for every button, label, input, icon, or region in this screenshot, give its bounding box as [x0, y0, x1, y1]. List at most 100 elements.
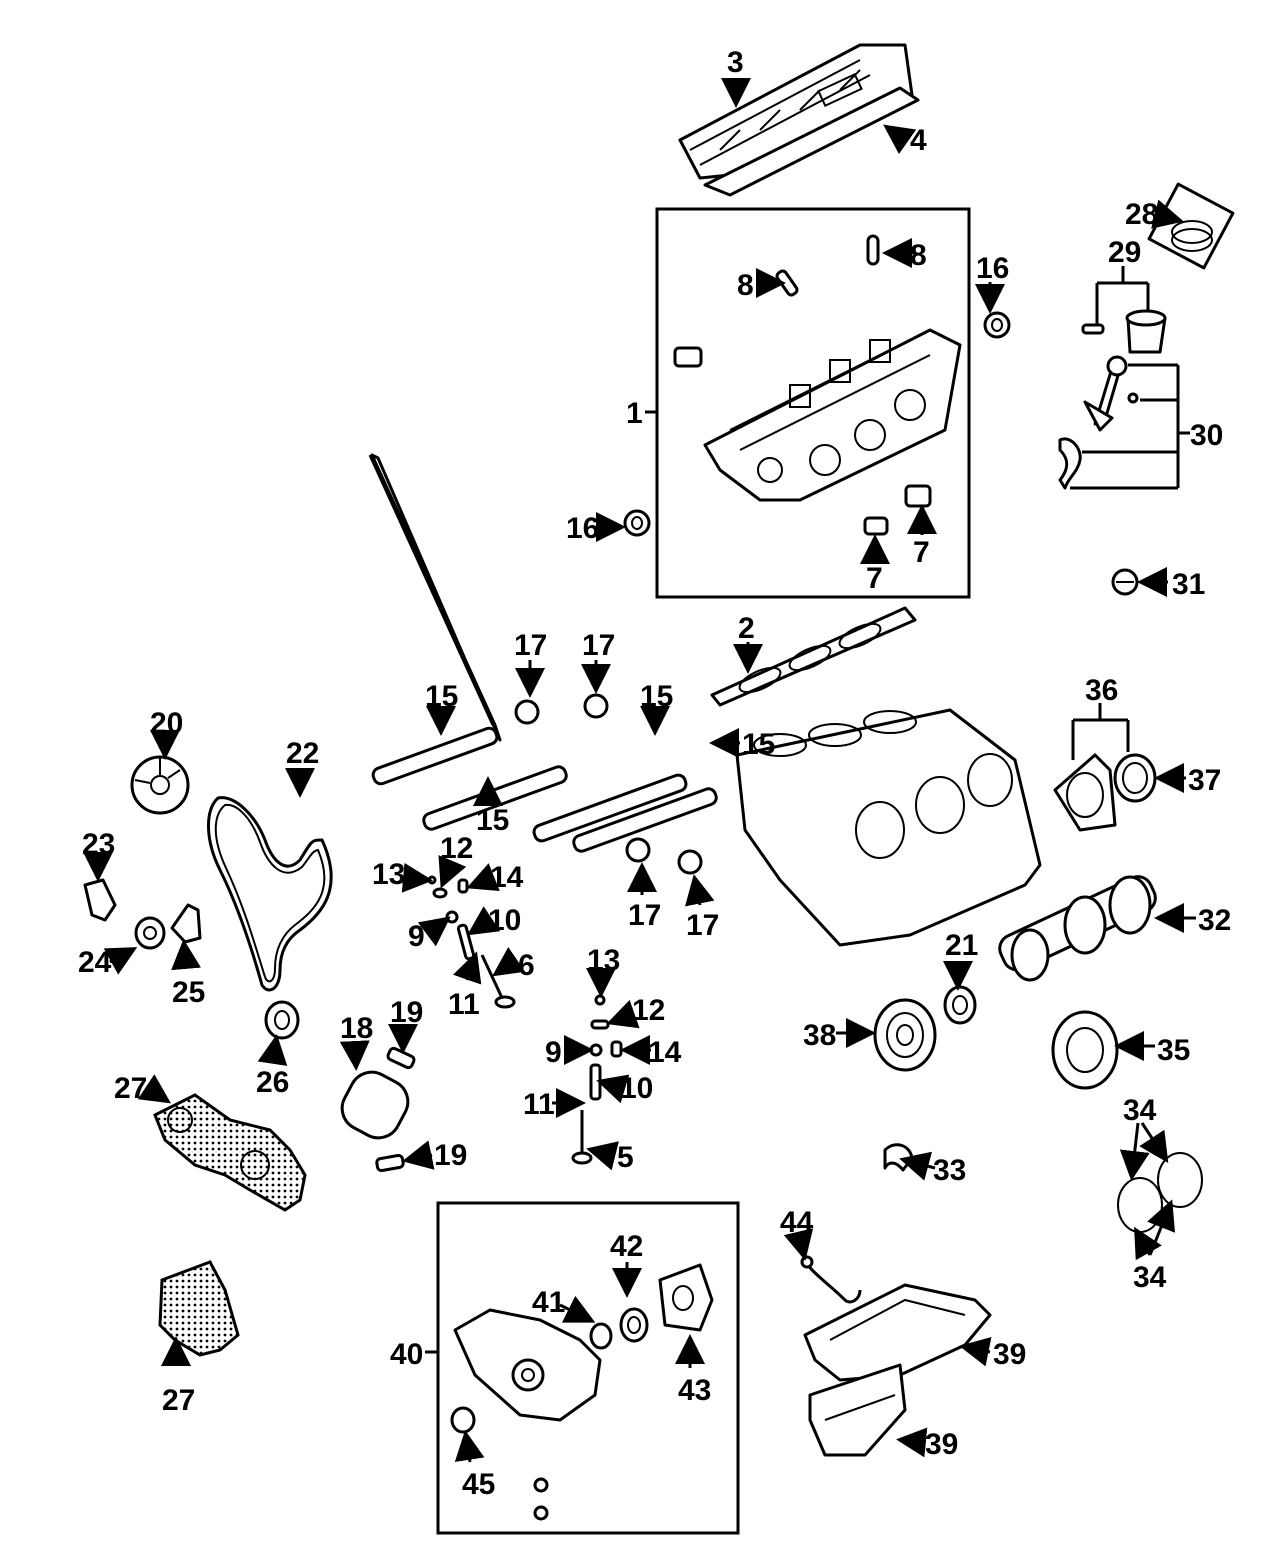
callout-32: 32 [1198, 904, 1231, 937]
head-dowel-left [673, 346, 703, 368]
cam-bearing-17c [625, 837, 651, 863]
callout-34a: 34 [1123, 1094, 1157, 1127]
callout-41: 41 [532, 1286, 565, 1319]
callout-39b: 39 [925, 1428, 958, 1461]
oil-pump-group-box [436, 1201, 740, 1535]
callout-44: 44 [780, 1206, 814, 1239]
callout-16b: 16 [976, 252, 1009, 285]
callout-19b: 19 [434, 1139, 467, 1172]
callout-10b: 10 [620, 1072, 653, 1105]
callout-27b: 27 [162, 1384, 195, 1417]
crank-pulley [873, 998, 937, 1072]
rear-seal-retainer [1053, 753, 1117, 832]
callout-11b: 11 [523, 1088, 555, 1121]
callout-17d: 17 [686, 909, 719, 942]
callout-17b: 17 [582, 629, 615, 662]
valve-5 [571, 1110, 593, 1165]
flex-plate [1051, 1010, 1119, 1090]
idler-pulley [134, 916, 166, 950]
valve-keeper-12a [432, 887, 448, 899]
callout-labels: 1 2 3 4 5 6 7 7 8 8 9 9 10 10 11 11 12 1… [78, 46, 1231, 1501]
callout-30: 30 [1190, 419, 1223, 452]
callout-40: 40 [390, 1338, 423, 1371]
dipstick-tube [800, 1255, 862, 1304]
callout-24: 24 [78, 946, 112, 979]
oil-pump-gear [589, 1322, 613, 1350]
callout-15b: 15 [476, 804, 509, 837]
callout-12b: 12 [632, 994, 665, 1027]
callout-16a: 16 [566, 512, 599, 545]
callout-26: 26 [256, 1066, 289, 1099]
callout-15c: 15 [640, 680, 673, 713]
oil-pump-seal-45 [450, 1406, 476, 1434]
callout-9a: 9 [408, 920, 425, 953]
seal-16b [983, 311, 1011, 339]
cam-bearing-17d [677, 849, 703, 875]
callout-2: 2 [738, 612, 755, 645]
camshaft-a [370, 453, 502, 742]
head-gasket [710, 606, 917, 707]
piston-rings [1147, 182, 1235, 270]
plug-7a [863, 516, 889, 536]
callout-8b: 8 [910, 239, 927, 272]
callout-7a: 7 [866, 562, 883, 595]
valve-guide-10a [456, 923, 476, 961]
valve-seal-9b [589, 1043, 603, 1057]
callout-23: 23 [82, 828, 115, 861]
valve-cover-gasket [703, 86, 920, 197]
oil-pump-cover [658, 1263, 714, 1332]
callout-6: 6 [518, 949, 535, 982]
crank-sprocket [264, 1000, 300, 1040]
engine-block [735, 708, 1042, 947]
callout-5: 5 [617, 1141, 634, 1174]
callout-39a: 39 [993, 1338, 1026, 1371]
callout-27a: 27 [114, 1072, 147, 1105]
callout-7b: 7 [913, 536, 930, 569]
rod-bearing [1111, 568, 1139, 596]
crankshaft [998, 875, 1157, 982]
crank-gear [943, 985, 977, 1025]
lower-oil-pan [808, 1363, 907, 1457]
camshaft-4 [572, 787, 718, 853]
callout-14b: 14 [648, 1036, 682, 1069]
valve-guide-10b [589, 1063, 602, 1101]
callout-17a: 17 [514, 629, 547, 662]
piston [1081, 309, 1167, 354]
dowel-pin-8b [866, 234, 880, 266]
camshaft-3 [532, 773, 688, 843]
callout-15d: 15 [742, 728, 775, 761]
callout-33: 33 [933, 1154, 966, 1187]
callout-20: 20 [150, 707, 183, 740]
leader-lines [83, 78, 1196, 1463]
callout-29: 29 [1108, 236, 1141, 269]
callout-12a: 12 [440, 832, 473, 865]
callout-11a: 11 [448, 988, 480, 1021]
gasket-19a [386, 1046, 416, 1070]
oil-seal-gasket-18 [340, 1070, 410, 1140]
cam-bearing-17b [583, 693, 609, 719]
thrust-washer-b [1157, 1152, 1203, 1208]
callout-18: 18 [340, 1012, 373, 1045]
thrust-washer-a [1117, 1177, 1163, 1233]
cylinder-head [703, 328, 962, 502]
callout-4: 4 [910, 124, 927, 157]
valve-spring-14a [457, 878, 469, 894]
callout-14a: 14 [490, 861, 524, 894]
valve-spring-retainer-13b [594, 994, 606, 1006]
callout-9b: 9 [545, 1036, 562, 1069]
timing-belt-tensioner-arm [83, 878, 117, 922]
callout-35: 35 [1157, 1034, 1190, 1067]
callout-13b: 13 [587, 944, 620, 977]
tensioner-bracket [170, 903, 202, 944]
valve-seal-9a [445, 910, 459, 924]
valve-keeper-12b [590, 1019, 610, 1030]
rear-main-seal [1113, 753, 1157, 803]
callout-19a: 19 [390, 996, 423, 1029]
gasket-19b [375, 1153, 405, 1173]
callout-21: 21 [945, 929, 978, 962]
lower-timing-cover [158, 1260, 240, 1357]
callout-28: 28 [1125, 198, 1158, 231]
callout-13a: 13 [372, 858, 405, 891]
valve-spring-14b [610, 1040, 623, 1058]
callout-37: 37 [1188, 764, 1221, 797]
